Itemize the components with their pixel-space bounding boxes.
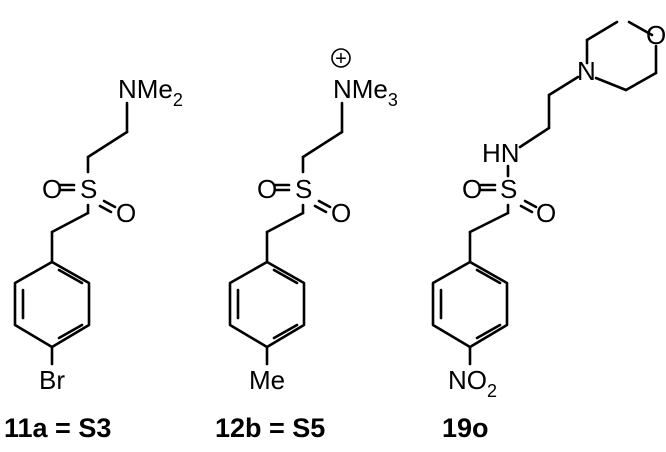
- compound-11a-sulfur: S: [80, 174, 97, 204]
- compound-11a-amine: NMe2: [118, 74, 183, 110]
- compound-12b: + NMe3 O S O Me 12b = S5: [215, 48, 398, 443]
- compound-11a-bromine: Br: [39, 365, 65, 395]
- compound-12b-oxygen-left: O: [257, 174, 277, 204]
- compound-12b-charge: +: [335, 48, 347, 70]
- compound-11a-bonds: [13, 101, 129, 366]
- compound-12b-ammonium: NMe3: [333, 74, 398, 110]
- compound-11a-label: 11a = S3: [4, 413, 111, 443]
- compound-12b-methyl: Me: [249, 365, 285, 395]
- compound-19o-oxygen-left: O: [462, 174, 482, 204]
- compound-19o-morpholine-oxygen: O: [646, 20, 666, 50]
- compound-19o-bonds: [431, 20, 658, 366]
- compound-11a-oxygen-left: O: [42, 174, 62, 204]
- compound-19o-sulfur: S: [500, 174, 517, 204]
- compound-19o-label: 19o: [442, 413, 489, 443]
- compound-19o-sulfonamide-nh: HN: [482, 138, 520, 168]
- compound-12b-label: 12b = S5: [215, 413, 325, 443]
- compound-19o: O N HN O S O NO2 19o: [431, 20, 666, 443]
- compound-12b-charge-ring: [331, 48, 351, 68]
- compound-11a-oxygen-right: O: [116, 198, 136, 228]
- compound-19o-morpholine-nitrogen: N: [577, 56, 596, 86]
- compound-11a: NMe2 O S O Br 11a = S3: [4, 74, 183, 443]
- compound-12b-bonds: [228, 101, 344, 366]
- compound-12b-sulfur: S: [295, 174, 312, 204]
- compound-19o-nitro: NO2: [448, 365, 497, 401]
- compound-12b-oxygen-right: O: [331, 198, 351, 228]
- compound-19o-oxygen-right: O: [536, 198, 556, 228]
